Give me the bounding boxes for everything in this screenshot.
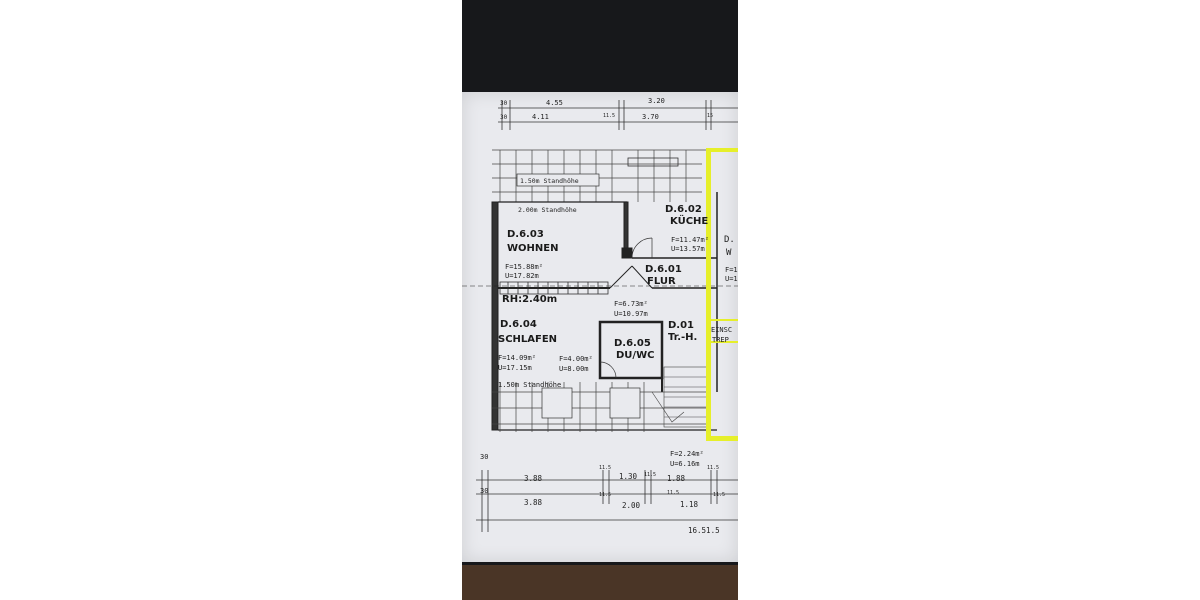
bottom-dim-118: 1.18: [680, 500, 699, 509]
trep-label: TREP: [712, 336, 729, 344]
walls: [462, 192, 738, 431]
bottom-dim-130: 1.30: [619, 472, 638, 481]
room-perimeter-flur: U=10.97m: [614, 310, 648, 318]
stair: [651, 366, 709, 428]
room-name-wohnen: WOHNEN: [507, 243, 558, 254]
bottom-dim-388b: 3.88: [524, 498, 543, 507]
room-area-flur: F=6.73m²: [614, 300, 648, 308]
bottom-dim-115b: 11.5: [644, 472, 656, 478]
room-id-kueche: D.6.02: [665, 204, 702, 215]
top-dim-30a: 30: [500, 100, 508, 107]
standhoehe-200: 2.00m Standhöhe: [518, 206, 577, 214]
highlight-marker: [706, 148, 711, 440]
top-dim-115: 11.5: [603, 113, 615, 119]
room-id-schlafen: D.6.04: [500, 319, 537, 330]
room-area-wohnen: F=15.88m²: [505, 263, 543, 271]
floorplan-drawing: 30 4.55 3.20 30 4.11 11.5 3.70 15 1.50m: [462, 97, 738, 535]
room-height: RH:2.40m: [502, 294, 557, 305]
room-perimeter-schlafen: U=17.15m: [498, 364, 532, 372]
top-dim-455: 4.55: [546, 99, 563, 107]
floorplan-sheet: 30 4.55 3.20 30 4.11 11.5 3.70 15 1.50m: [462, 92, 738, 562]
bottom-dim-30a: 30: [480, 453, 488, 461]
top-dim-320: 3.20: [648, 97, 665, 105]
room-id-treppe: D.01: [668, 320, 694, 331]
dormer-box: [516, 173, 600, 187]
room-area-duwc: F=4.00m²: [559, 355, 593, 363]
bottom-dim-115a: 11.5: [599, 465, 611, 471]
room-area-kueche: F=11.47m²: [671, 236, 709, 244]
bottom-dimension-lines: [476, 470, 738, 532]
room-name-schlafen: SCHLAFEN: [498, 334, 557, 345]
bottom-dim-115d: 11.5: [599, 492, 611, 498]
bottom-dim-115c: 11.5: [707, 465, 719, 471]
room-name-duwc: DU/WC: [616, 350, 654, 361]
room-name-flur: FLUR: [647, 276, 676, 287]
room-perimeter-wohnen: U=17.82m: [505, 272, 539, 280]
top-dim-15: 15: [707, 113, 713, 119]
neighbor-id-partial: D.: [724, 235, 735, 245]
top-dimension-lines: [498, 100, 738, 130]
table-surface: [462, 565, 738, 600]
bottom-dim-total: 16.51.5: [688, 526, 720, 535]
room-name-treppe: Tr.-H.: [668, 332, 697, 343]
top-dim-30b: 30: [500, 114, 508, 121]
einsch-label: EINSC: [711, 326, 732, 334]
bottom-dim-115f: 11.5: [713, 492, 725, 498]
floorplan-photo: 30 4.55 3.20 30 4.11 11.5 3.70 15 1.50m: [462, 0, 738, 600]
lower-dormer: [541, 387, 573, 419]
room-perimeter-treppe: U=6.16m: [670, 460, 700, 468]
room-id-duwc: D.6.05: [614, 338, 651, 349]
room-name-kueche: KÜCHE: [670, 213, 708, 227]
bottom-dim-30b: 30: [480, 487, 488, 495]
neighbor-area-partial: F=1: [725, 266, 738, 274]
top-dim-370: 3.70: [642, 113, 659, 121]
top-dim-411: 4.11: [532, 113, 549, 121]
standhoehe-150-bottom: 1.50m Standhöhe: [498, 381, 561, 389]
bottom-dim-115e: 11.5: [667, 490, 679, 496]
einsch-box: [707, 319, 738, 343]
neighbor-name-partial: W: [726, 248, 732, 258]
bottom-dim-188: 1.88: [667, 474, 686, 483]
room-area-schlafen: F=14.09m²: [498, 354, 536, 362]
room-id-wohnen: D.6.03: [507, 229, 544, 240]
window-hatching: [499, 157, 679, 295]
room-perimeter-duwc: U=8.00m: [559, 365, 589, 373]
highlight-marker-top: [706, 148, 738, 152]
room-id-flur: D.6.01: [645, 264, 682, 275]
lower-dormer-2: [609, 387, 641, 419]
bottom-dim-388a: 3.88: [524, 474, 543, 483]
room-area-treppe: F=2.24m²: [670, 450, 704, 458]
highlight-marker-bottom: [706, 436, 738, 441]
door-swings: [599, 237, 653, 379]
room-perimeter-kueche: U=13.57m: [671, 245, 705, 253]
neighbor-perimeter-partial: U=1: [725, 275, 738, 283]
standhoehe-150-top: 1.50m Standhöhe: [520, 177, 579, 185]
bottom-dim-200: 2.00: [622, 501, 641, 510]
